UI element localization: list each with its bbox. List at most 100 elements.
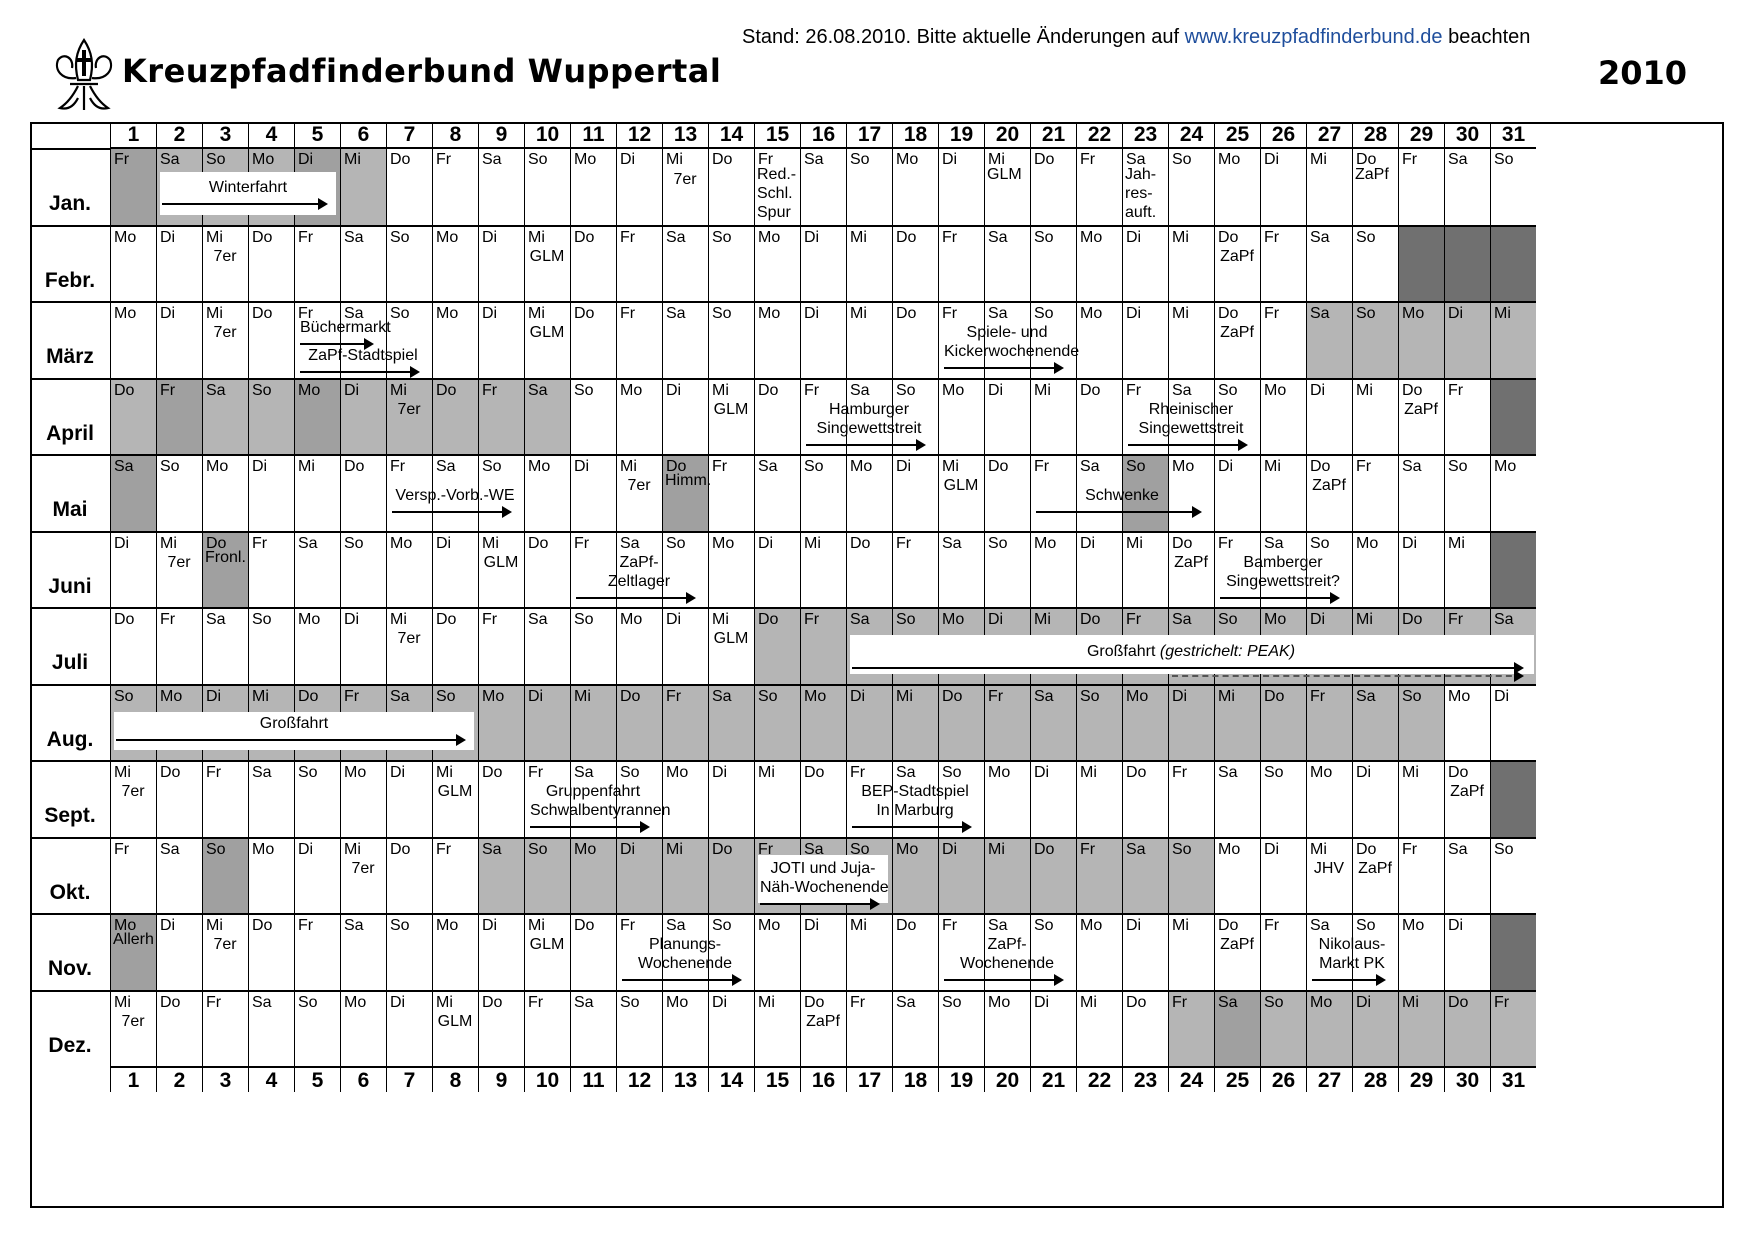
day-cell[interactable]: Do <box>386 148 432 225</box>
day-cell[interactable]: So <box>708 913 754 990</box>
day-cell[interactable]: Mi <box>524 913 570 990</box>
day-cell[interactable]: Sa <box>478 148 524 225</box>
day-cell[interactable]: So <box>1168 148 1214 225</box>
day-cell[interactable] <box>1398 224 1444 301</box>
day-cell[interactable]: Mi <box>294 454 340 531</box>
day-cell[interactable]: Di <box>478 913 524 990</box>
day-cell[interactable]: Mi <box>386 377 432 454</box>
day-cell[interactable]: Fr <box>846 760 892 837</box>
day-cell[interactable]: Mi <box>1214 683 1260 760</box>
day-cell[interactable]: Mi <box>662 836 708 913</box>
day-cell[interactable]: Sa <box>1306 224 1352 301</box>
day-cell[interactable]: Mo <box>1306 760 1352 837</box>
day-cell[interactable]: So <box>1030 301 1076 378</box>
day-cell[interactable]: So <box>1030 224 1076 301</box>
day-cell[interactable]: Di <box>340 377 386 454</box>
day-cell[interactable]: Fr <box>938 913 984 990</box>
day-cell[interactable]: Mi <box>340 836 386 913</box>
day-cell[interactable]: Do <box>616 683 662 760</box>
day-cell[interactable]: Di <box>754 530 800 607</box>
day-cell[interactable]: Fr <box>1122 377 1168 454</box>
day-cell[interactable]: Sa <box>846 377 892 454</box>
day-cell[interactable]: Mi <box>1398 989 1444 1066</box>
day-cell[interactable]: Fr <box>1398 836 1444 913</box>
day-cell[interactable]: Mo <box>570 148 616 225</box>
day-cell[interactable]: Sa <box>800 148 846 225</box>
day-cell[interactable]: Do <box>1444 989 1490 1066</box>
day-cell[interactable]: Mi <box>1076 989 1122 1066</box>
day-cell[interactable]: Di <box>1214 454 1260 531</box>
day-cell[interactable]: Mi <box>202 301 248 378</box>
day-cell[interactable]: Mi <box>1168 913 1214 990</box>
day-cell[interactable]: Sa <box>938 530 984 607</box>
day-cell[interactable]: So <box>662 530 708 607</box>
day-cell[interactable]: Mo <box>662 760 708 837</box>
day-cell[interactable]: Sa <box>202 377 248 454</box>
day-cell[interactable]: Mo <box>892 148 938 225</box>
day-cell[interactable]: Sa <box>1214 989 1260 1066</box>
day-cell[interactable]: Sa <box>524 607 570 684</box>
day-cell[interactable]: Sa <box>294 530 340 607</box>
day-cell[interactable]: Mi <box>386 607 432 684</box>
day-cell[interactable]: Di <box>386 760 432 837</box>
day-cell[interactable]: Do <box>432 377 478 454</box>
day-cell[interactable] <box>1490 224 1536 301</box>
day-cell[interactable]: Di <box>1490 683 1536 760</box>
day-cell[interactable]: So <box>248 377 294 454</box>
day-cell[interactable]: Mo <box>432 224 478 301</box>
day-cell[interactable]: Fr <box>1260 913 1306 990</box>
day-cell[interactable]: Do <box>524 530 570 607</box>
day-cell[interactable]: Mo <box>1490 454 1536 531</box>
day-cell[interactable]: Do <box>1030 148 1076 225</box>
day-cell[interactable]: Fr <box>846 989 892 1066</box>
day-cell[interactable]: Fr <box>708 454 754 531</box>
day-cell[interactable]: Do <box>248 224 294 301</box>
day-cell[interactable]: Fr <box>938 224 984 301</box>
day-cell[interactable]: Do <box>432 607 478 684</box>
day-cell[interactable]: Di <box>800 224 846 301</box>
day-cell[interactable]: Mo <box>340 989 386 1066</box>
day-cell[interactable]: Mi <box>938 454 984 531</box>
day-cell[interactable]: So <box>616 989 662 1066</box>
day-cell[interactable]: Mi <box>1306 148 1352 225</box>
day-cell[interactable]: Mo <box>110 913 156 990</box>
day-cell[interactable]: Mo <box>1260 377 1306 454</box>
day-cell[interactable]: Do <box>754 607 800 684</box>
day-cell[interactable]: Di <box>1076 530 1122 607</box>
day-cell[interactable]: Di <box>156 224 202 301</box>
day-cell[interactable]: Di <box>800 913 846 990</box>
day-cell[interactable]: Mo <box>340 760 386 837</box>
day-cell[interactable]: Mo <box>616 377 662 454</box>
day-cell[interactable]: Di <box>1352 760 1398 837</box>
day-cell[interactable]: Sa <box>708 683 754 760</box>
day-cell[interactable]: So <box>570 377 616 454</box>
day-cell[interactable]: Sa <box>340 224 386 301</box>
day-cell[interactable]: Di <box>1444 913 1490 990</box>
day-cell[interactable]: Sa <box>1352 683 1398 760</box>
day-cell[interactable]: Mi <box>1260 454 1306 531</box>
day-cell[interactable]: Mi <box>708 377 754 454</box>
day-cell[interactable]: So <box>846 148 892 225</box>
day-cell[interactable] <box>1444 224 1490 301</box>
day-cell[interactable]: So <box>478 454 524 531</box>
day-cell[interactable]: Di <box>294 836 340 913</box>
day-cell[interactable]: Do <box>1122 989 1168 1066</box>
day-cell[interactable]: Do <box>1306 454 1352 531</box>
day-cell[interactable]: Mo <box>110 224 156 301</box>
day-cell[interactable]: So <box>1398 683 1444 760</box>
website-link[interactable]: www.kreuzpfadfinderbund.de <box>1184 26 1443 48</box>
day-cell[interactable]: Mo <box>570 836 616 913</box>
day-cell[interactable]: Sa <box>1444 836 1490 913</box>
day-cell[interactable]: Fr <box>248 530 294 607</box>
day-cell[interactable]: Sa <box>524 377 570 454</box>
day-cell[interactable]: Do <box>1444 760 1490 837</box>
day-cell[interactable]: Di <box>1168 683 1214 760</box>
day-cell[interactable]: Di <box>1122 913 1168 990</box>
day-cell[interactable]: Fr <box>800 607 846 684</box>
day-cell[interactable]: Fr <box>1076 836 1122 913</box>
day-cell[interactable]: Sa <box>1122 836 1168 913</box>
day-cell[interactable]: Mi <box>846 224 892 301</box>
day-cell[interactable]: Mo <box>432 301 478 378</box>
day-cell[interactable]: Do <box>1260 683 1306 760</box>
day-cell[interactable]: So <box>1352 913 1398 990</box>
